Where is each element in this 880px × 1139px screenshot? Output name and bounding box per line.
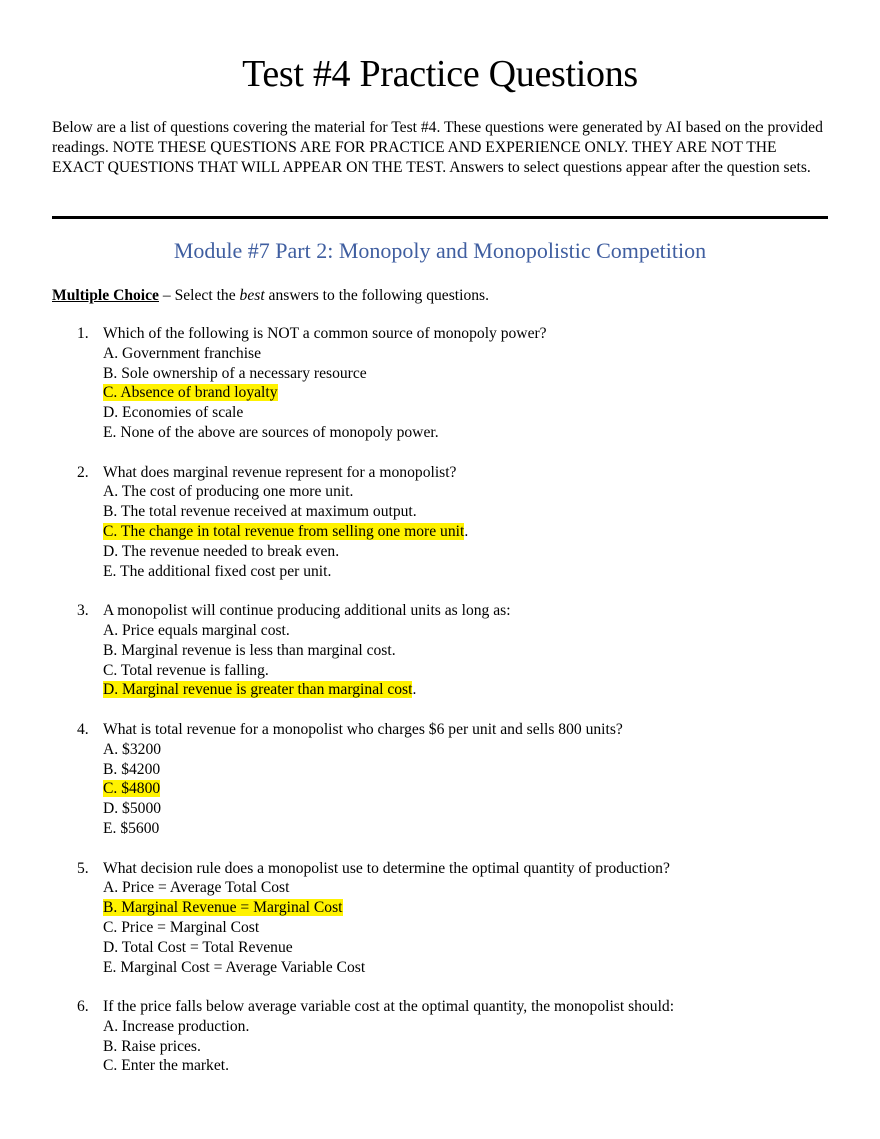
answer-option-text: A. The cost of producing one more unit.	[103, 483, 354, 501]
question-number: 3.	[77, 602, 89, 620]
instructions-text-after: answers to the following questions.	[264, 287, 490, 304]
answer-option-text: D. $5000	[103, 800, 162, 818]
answer-option: E. None of the above are sources of mono…	[103, 423, 842, 443]
answer-option: D. Total Cost = Total Revenue	[103, 938, 842, 958]
answer-option: C. Price = Marginal Cost	[103, 918, 842, 938]
answer-option-text: A. Price = Average Total Cost	[103, 879, 290, 897]
question-item: 4. What is total revenue for a monopolist…	[52, 720, 842, 839]
answer-option-text: C. Enter the market.	[103, 1057, 230, 1075]
answer-option: C. Total revenue is falling.	[103, 661, 842, 681]
answer-option: A. $3200	[103, 740, 842, 760]
answer-option: C. Enter the market.	[103, 1056, 842, 1076]
answer-option-text: B. Sole ownership of a necessary resourc…	[103, 364, 367, 382]
answer-option-highlighted: C. Absence of brand loyalty	[103, 383, 842, 403]
answer-option: B. Sole ownership of a necessary resourc…	[103, 364, 842, 384]
answer-options: A. Price equals marginal cost. B. Margina…	[103, 621, 842, 700]
instructions-emphasis: best	[239, 287, 265, 304]
question-text: If the price falls below average variabl…	[103, 998, 675, 1016]
answer-option: D. The revenue needed to break even.	[103, 542, 842, 562]
answer-option: B. The total revenue received at maximum…	[103, 502, 842, 522]
section-divider	[52, 216, 828, 219]
answer-option: A. Government franchise	[103, 344, 842, 364]
intro-paragraph: Below are a list of questions covering t…	[52, 119, 823, 176]
question-item: 3. A monopolist will continue producing a…	[52, 601, 842, 700]
answer-options: A. The cost of producing one more unit. B…	[103, 482, 842, 581]
answer-option-text: B. The total revenue received at maximum…	[103, 503, 417, 521]
answer-options: A. Increase production. B. Raise prices. C…	[103, 1017, 842, 1076]
answer-option-text: A. Price equals marginal cost.	[103, 621, 290, 639]
answer-option-suffix: .	[412, 681, 417, 699]
question-number: 5.	[77, 859, 89, 877]
answer-option-text: D. Total Cost = Total Revenue	[103, 938, 293, 956]
question-number: 6.	[77, 998, 89, 1016]
answer-option-text: D. Economies of scale	[103, 404, 244, 422]
answer-option-text: D. Marginal revenue is greater than marg…	[103, 681, 413, 699]
answer-option: E. The additional fixed cost per unit.	[103, 562, 842, 582]
answer-option-text: D. The revenue needed to break even.	[103, 542, 340, 560]
answer-options: A. Price = Average Total Cost B. Marginal…	[103, 878, 842, 977]
section-heading: Module #7 Part 2: Monopoly and Monopolis…	[173, 238, 707, 263]
question-item: 2. What does marginal revenue represent f…	[52, 463, 842, 582]
answer-option: D. Economies of scale	[103, 403, 842, 423]
instructions: Multiple Choice – Select the best answer…	[52, 286, 832, 306]
answer-option-text: E. Marginal Cost = Average Variable Cost	[103, 958, 366, 976]
answer-option-text: C. $4800	[103, 780, 161, 798]
answer-option-text: E. $5600	[103, 819, 160, 837]
answer-option-text: B. Marginal revenue is less than margina…	[103, 641, 396, 659]
question-list: 1. Which of the following is NOT a common…	[52, 324, 842, 1096]
answer-option-text: E. None of the above are sources of mono…	[103, 423, 439, 441]
answer-options: A. Government franchise B. Sole ownership…	[103, 344, 842, 443]
answer-option: B. $4200	[103, 760, 842, 780]
instructions-text-before: – Select the	[158, 287, 240, 304]
answer-option: B. Raise prices.	[103, 1037, 842, 1057]
answer-option-text: B. $4200	[103, 760, 161, 778]
answer-option: E. Marginal Cost = Average Variable Cost	[103, 958, 842, 978]
question-text: What is total revenue for a monopolist w…	[103, 720, 623, 738]
answer-option-highlighted: D. Marginal revenue is greater than marg…	[103, 680, 842, 700]
question-text: What does marginal revenue represent for…	[103, 463, 457, 481]
answer-option: A. Price equals marginal cost.	[103, 621, 842, 641]
question-number: 4.	[77, 720, 89, 738]
answer-option-text: C. Price = Marginal Cost	[103, 918, 260, 936]
question-number: 1.	[77, 325, 89, 342]
answer-option: A. Increase production.	[103, 1017, 842, 1037]
answer-option-text: B. Marginal Revenue = Marginal Cost	[103, 899, 343, 917]
answer-option: A. Price = Average Total Cost	[103, 878, 842, 898]
answer-option-text: E. The additional fixed cost per unit.	[103, 562, 332, 580]
answer-option-text: B. Raise prices.	[103, 1037, 201, 1055]
answer-option: D. $5000	[103, 799, 842, 819]
answer-option: E. $5600	[103, 819, 842, 839]
answer-option-suffix: .	[464, 522, 469, 540]
answer-option-highlighted: C. The change in total revenue from sell…	[103, 522, 842, 542]
question-item: 1. Which of the following is NOT a common…	[52, 324, 842, 443]
question-item: 5. What decision rule does a monopolist u…	[52, 859, 842, 978]
question-text: What decision rule does a monopolist use…	[103, 859, 670, 877]
answer-option-highlighted: B. Marginal Revenue = Marginal Cost	[103, 898, 842, 918]
answer-option-text: C. Total revenue is falling.	[103, 661, 269, 679]
answer-option-text: C. The change in total revenue from sell…	[103, 522, 465, 540]
answer-option-highlighted: C. $4800	[103, 779, 842, 799]
instructions-label: Multiple Choice	[52, 287, 159, 304]
question-number: 2.	[77, 463, 89, 481]
answer-option-text: A. Increase production.	[103, 1017, 250, 1035]
answer-option: A. The cost of producing one more unit.	[103, 482, 842, 502]
question-text: Which of the following is NOT a common s…	[103, 325, 547, 342]
question-item: 6. If the price falls below average varia…	[52, 997, 842, 1076]
document-title: Test #4 Practice Questions	[242, 53, 638, 95]
answer-option-text: A. Government franchise	[103, 344, 262, 362]
answer-option-text: A. $3200	[103, 740, 162, 758]
answer-option: B. Marginal revenue is less than margina…	[103, 641, 842, 661]
question-text: A monopolist will continue producing add…	[103, 602, 511, 620]
answer-option-text: C. Absence of brand loyalty	[103, 384, 278, 402]
